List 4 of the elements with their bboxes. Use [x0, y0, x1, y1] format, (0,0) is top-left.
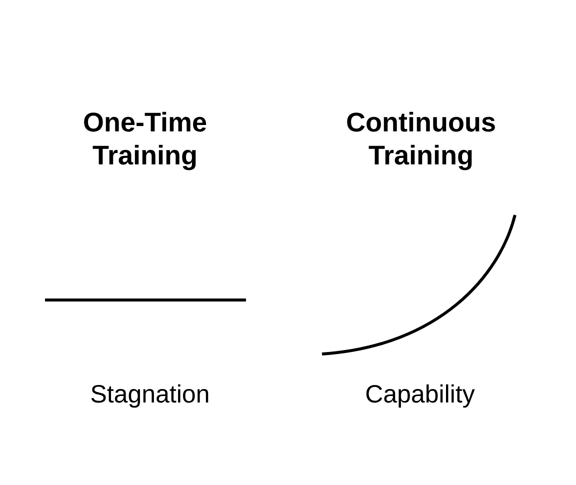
outcome-label: Stagnation — [91, 384, 208, 408]
column-heading: Continuous Training — [347, 112, 495, 170]
outcome-label: Capability — [366, 384, 475, 408]
column-heading: One-Time Training — [84, 112, 206, 170]
